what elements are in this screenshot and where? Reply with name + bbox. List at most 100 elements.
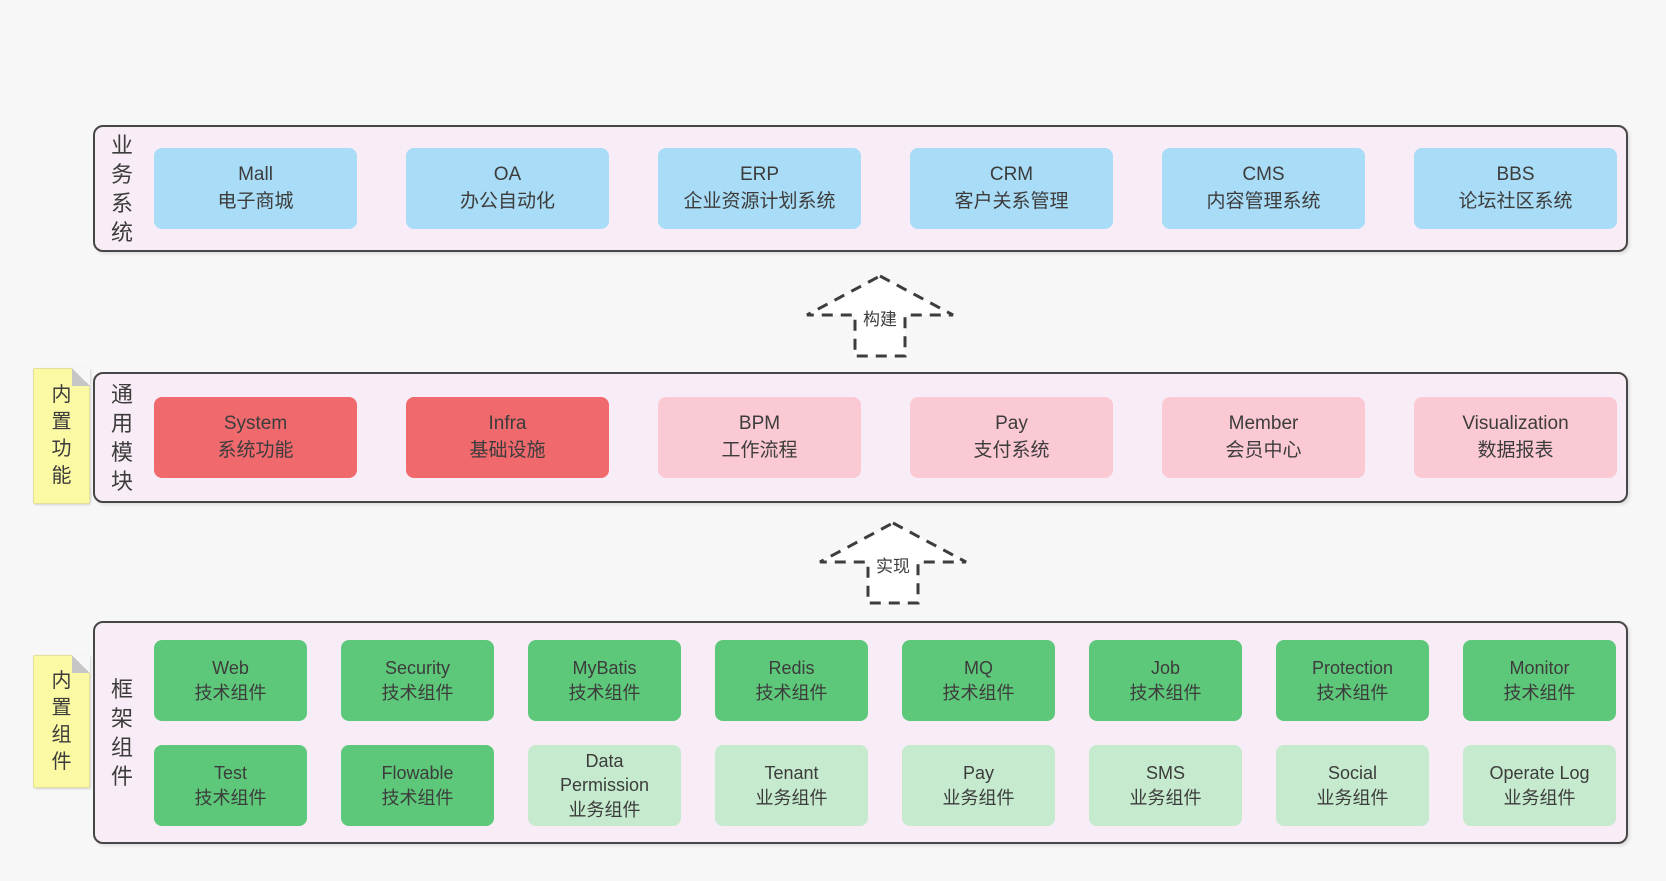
box-desc: 技术组件 [381,682,454,703]
box-data-permission: Data Permission 业务组件 [528,745,681,826]
sticky-note-builtin-features: 内置功能 [33,368,90,504]
box-name: Web [212,658,249,679]
box-name: BPM [738,412,781,434]
box-name: Tenant [764,763,819,784]
box-tenant: Tenant 业务组件 [715,745,868,826]
section-side-label-business: 业务系统 [110,132,133,245]
box-name: Visualization [1462,412,1569,434]
box-desc: 技术组件 [755,682,828,703]
box-name: MQ [964,658,993,679]
arrow-up-implement: 实现 [818,520,968,605]
box-desc: 技术组件 [194,787,267,808]
box-desc: 办公自动化 [459,190,555,212]
box-name: CRM [989,163,1034,185]
section-side-label-modules: 通用模块 [110,381,133,494]
box-redis: Redis 技术组件 [715,640,868,721]
box-name: Job [1150,658,1181,679]
box-oa: OA 办公自动化 [406,148,609,229]
box-crm: CRM 客户关系管理 [910,148,1113,229]
arrow-up-build: 构建 [805,273,955,358]
box-desc: 基础设施 [469,439,546,461]
box-desc: 技术组件 [568,682,641,703]
box-mybatis: MyBatis 技术组件 [528,640,681,721]
box-desc: 内容管理系统 [1206,190,1321,212]
box-name: Infra [488,412,527,434]
box-name: Protection [1311,658,1394,679]
sticky-note-builtin-components: 内置组件 [33,655,90,788]
box-desc: 论坛社区系统 [1458,190,1573,212]
box-test: Test 技术组件 [154,745,307,826]
box-pay: Pay 支付系统 [910,397,1113,478]
box-desc: 业务组件 [942,787,1015,808]
box-desc: 支付系统 [973,439,1050,461]
box-name: OA [493,163,522,185]
box-name: Member [1228,412,1299,434]
box-desc: 技术组件 [942,682,1015,703]
box-protection: Protection 技术组件 [1276,640,1429,721]
section-business-systems: 业务系统 Mall 电子商城 OA 办公自动化 ERP 企业资源计划系统 CRM 客户关系管理… [93,125,1628,252]
box-bpm: BPM 工作流程 [658,397,861,478]
box-desc: 技术组件 [381,787,454,808]
box-name: Pay [995,412,1028,434]
box-desc: 业务组件 [1316,787,1389,808]
box-desc: 会员中心 [1225,439,1302,461]
box-mall: Mall 电子商城 [154,148,357,229]
box-desc: 技术组件 [194,682,267,703]
box-desc: 系统功能 [217,439,294,461]
box-operate-log: Operate Log 业务组件 [1463,745,1616,826]
arrow-label-implement: 实现 [873,552,913,577]
folded-corner-icon [72,655,90,673]
modules-box-row: System 系统功能 Infra 基础设施 BPM 工作流程 Pay 支付系统 Member 会… [154,374,1617,501]
box-name: CMS [1242,163,1285,185]
business-box-row: Mall 电子商城 OA 办公自动化 ERP 企业资源计划系统 CRM 客户关系管理 CMS 内容… [154,127,1617,250]
box-name: MyBatis [572,658,637,679]
box-desc: 技术组件 [1129,682,1202,703]
section-common-modules: 通用模块 System 系统功能 Infra 基础设施 BPM 工作流程 Pay 支付系统 Me… [93,372,1628,503]
box-desc: 业务组件 [568,799,641,820]
folded-corner-icon [72,368,90,386]
box-mq: MQ 技术组件 [902,640,1055,721]
arrow-label-build: 构建 [860,305,900,330]
box-infra: Infra 基础设施 [406,397,609,478]
box-desc: 技术组件 [1316,682,1389,703]
box-social: Social 业务组件 [1276,745,1429,826]
box-system: System 系统功能 [154,397,357,478]
box-desc: 业务组件 [755,787,828,808]
box-name: Security [384,658,451,679]
box-name: ERP [739,163,780,185]
box-flowable: Flowable 技术组件 [341,745,494,826]
box-name: Flowable [381,763,454,784]
box-security: Security 技术组件 [341,640,494,721]
box-erp: ERP 企业资源计划系统 [658,148,861,229]
box-name: System [223,412,288,434]
sticky-note-label: 内置功能 [51,384,72,487]
section-side-label-components: 框架组件 [110,676,133,789]
box-desc: 业务组件 [1129,787,1202,808]
box-desc: 数据报表 [1477,439,1554,461]
box-name: Social [1327,763,1378,784]
box-name: Mall [238,163,273,185]
box-visualization: Visualization 数据报表 [1414,397,1617,478]
box-desc: 工作流程 [721,439,798,461]
box-web: Web 技术组件 [154,640,307,721]
box-member: Member 会员中心 [1162,397,1365,478]
box-name: Test [213,763,247,784]
box-desc: 客户关系管理 [954,190,1069,212]
box-sms: SMS 业务组件 [1089,745,1242,826]
box-desc: 电子商城 [217,190,294,212]
box-name: Redis [768,658,815,679]
sticky-note-label: 内置组件 [51,669,72,773]
box-desc: 企业资源计划系统 [683,190,836,212]
box-desc: 业务组件 [1503,787,1576,808]
box-name: Data Permission [559,750,650,796]
box-name: SMS [1145,763,1185,784]
box-name: Operate Log [1489,763,1590,784]
